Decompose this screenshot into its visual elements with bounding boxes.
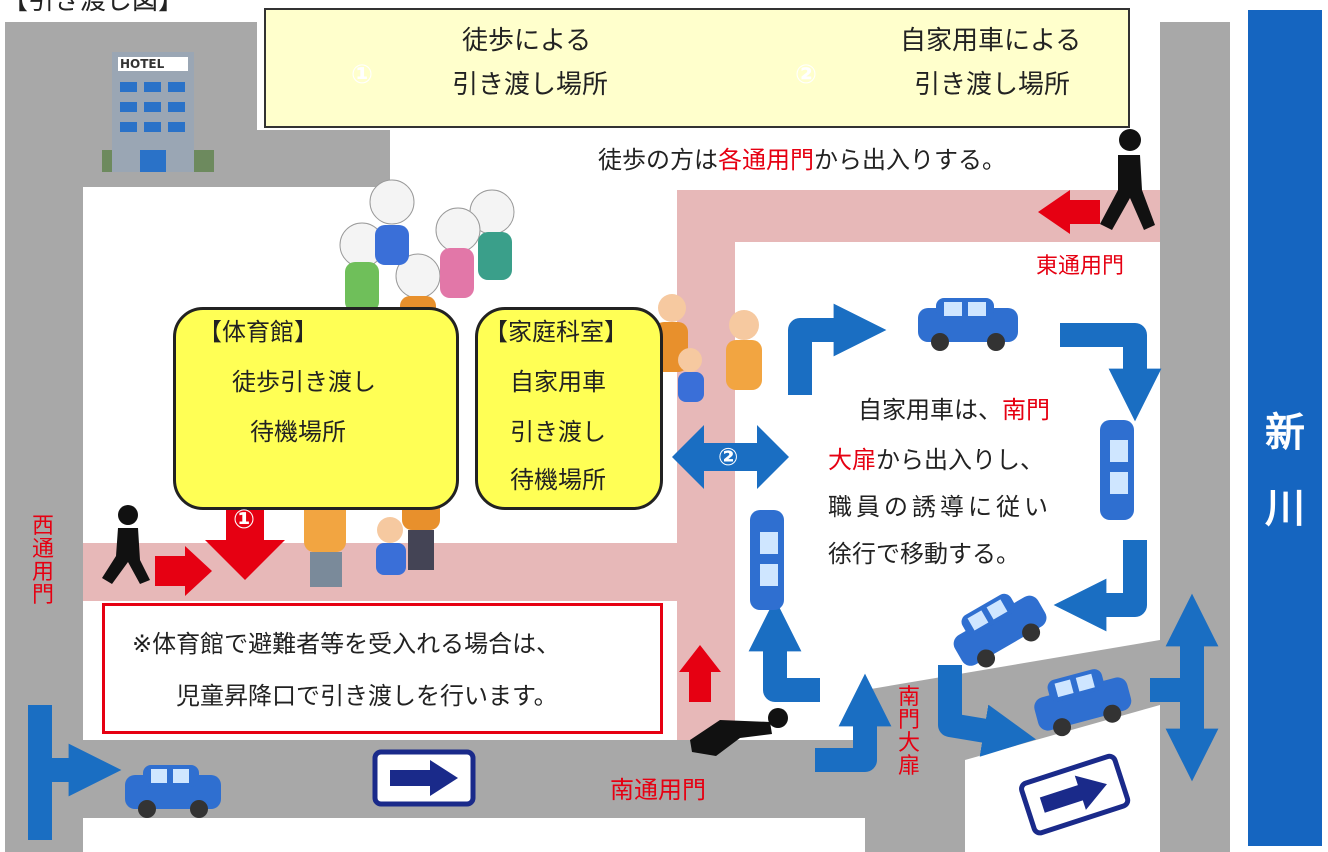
gym-title: 【体育館】 <box>198 318 318 346</box>
car-note-line3: 職員の誘導に従い <box>828 493 1052 521</box>
legend-box <box>264 8 1130 128</box>
legend-car-number: ② <box>795 60 818 90</box>
gym-line1: 徒歩引き渡し <box>232 368 376 396</box>
south-gate-label: 南通用門 <box>610 776 706 804</box>
walking-person-south-icon <box>690 708 788 756</box>
walk-note-post: から出入りする。 <box>814 146 1006 174</box>
one-way-sign-angled-icon <box>1019 753 1131 836</box>
car-note-line1-text: 自家用車は、 <box>858 396 1002 424</box>
homeec-line3: 待機場所 <box>510 466 606 494</box>
homeec-line1: 自家用車 <box>510 368 606 396</box>
hotel-sign-label: HOTEL <box>120 57 165 71</box>
walking-person-west-icon <box>102 505 150 584</box>
homeec-line2: 引き渡し <box>510 418 606 446</box>
car-icon-exit <box>1034 669 1132 737</box>
notice-box <box>102 603 663 734</box>
car-note-line1-red: 南門 <box>1002 396 1050 424</box>
legend-car-line1: 自家用車による <box>900 26 1082 56</box>
car-icon-left <box>750 510 784 610</box>
page-title: 【引き渡し図】 <box>2 0 185 16</box>
notice-line2: 児童昇降口で引き渡しを行います。 <box>176 682 558 710</box>
walk-note-gates: 各通用門 <box>718 146 814 174</box>
car-flow-arrows <box>28 303 1219 840</box>
walk-note-pre: 徒歩の方は <box>598 146 718 174</box>
legend-walk-line1: 徒歩による <box>462 26 592 56</box>
homeec-title: 【家庭科室】 <box>484 318 628 346</box>
car-icon-bottom <box>125 765 221 818</box>
legend-car-line2: 引き渡し場所 <box>914 70 1071 100</box>
legend-walk-line2: 引き渡し場所 <box>452 70 609 100</box>
car-note-line2: 大扉から出入りし、 <box>828 448 1044 472</box>
west-gate-label: 西通用門 <box>31 514 54 609</box>
gym-waiting-area <box>173 307 459 510</box>
legend-walk-number: ① <box>351 60 374 90</box>
homeec-blue-double-arrow-icon <box>672 425 789 489</box>
south-main-gate-label: 南門大扉 <box>897 685 920 780</box>
gym-marker-number: ① <box>233 505 256 535</box>
legend-walk-text: 徒歩による 引き渡し場所 <box>452 28 608 98</box>
walking-person-east-icon <box>1100 129 1155 230</box>
river <box>1248 10 1322 846</box>
hotel-icon <box>102 52 214 172</box>
gym-line2: 待機場所 <box>250 418 346 446</box>
one-way-sign-icon <box>372 749 476 807</box>
car-note-line4: 徐行で移動する。 <box>828 540 1020 568</box>
east-gate-label: 東通用門 <box>1036 254 1125 279</box>
homeec-marker-number: ② <box>718 443 739 471</box>
river-label: 新川 <box>1265 410 1305 532</box>
west-red-arrow-icon <box>155 546 212 596</box>
east-red-arrow-icon <box>1038 190 1100 234</box>
car-note-line2-red: 大扉 <box>828 446 876 474</box>
notice-line1: ※体育館で避難者等を受入れる場合は、 <box>132 630 561 658</box>
legend-car-text: 自家用車による 引き渡し場所 <box>900 28 1081 98</box>
car-icon-top <box>918 298 1018 351</box>
car-note-line2-text: から出入りし、 <box>876 446 1044 474</box>
car-note-line1: 自家用車は、南門 <box>858 398 1050 422</box>
walk-note: 徒歩の方は各通用門から出入りする。 <box>598 148 1006 172</box>
car-icon-right <box>1100 420 1134 520</box>
south-red-arrow-icon <box>679 645 721 702</box>
homeec-waiting-area <box>475 307 663 510</box>
car-icon-angled <box>953 593 1047 668</box>
